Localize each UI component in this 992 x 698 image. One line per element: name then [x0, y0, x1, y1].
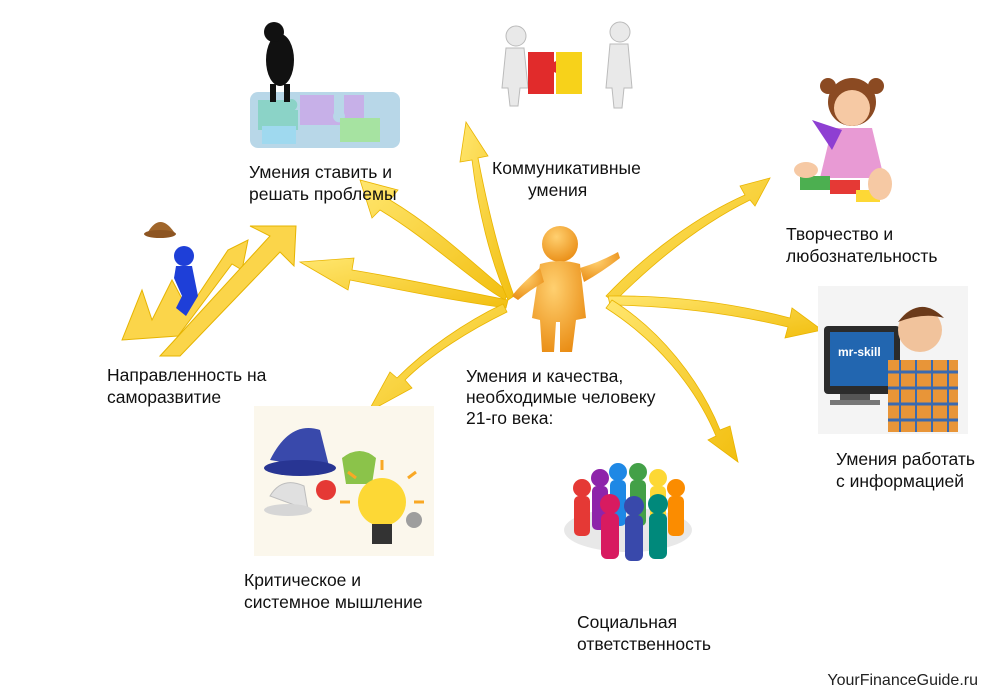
center-figure	[512, 226, 620, 352]
information-illustration: mr-skill	[818, 286, 968, 434]
label-line: системное мышление	[244, 592, 423, 612]
label-self-development: Направленность на саморазвитие	[107, 364, 266, 408]
label-line: саморазвитие	[107, 387, 222, 407]
problem-solving-illustration	[250, 22, 400, 148]
label-line: Коммуникативные	[492, 158, 641, 178]
center-label-line: 21-го века:	[466, 408, 554, 428]
arrow-information	[607, 295, 823, 339]
label-line: Социальная	[577, 612, 678, 632]
label-line: Критическое и	[244, 570, 362, 590]
label-line: с информацией	[836, 471, 964, 491]
label-line: Направленность на	[107, 365, 267, 385]
arrow-creativity	[605, 177, 771, 303]
watermark: YourFinanceGuide.ru	[827, 672, 978, 689]
center-label: Умения и качества, необходимые человеку …	[466, 366, 656, 429]
label-line: ответственность	[577, 634, 711, 654]
arrow-social	[605, 299, 739, 463]
social-illustration	[564, 463, 692, 561]
monitor-brand-text: mr-skill	[838, 345, 881, 359]
label-line: Умения работать	[836, 449, 976, 469]
label-problem-solving: Умения ставить и решать проблемы	[249, 161, 397, 205]
label-line: Творчество и	[786, 224, 894, 244]
label-line: Умения ставить и	[249, 162, 393, 182]
center-label-line: Умения и качества,	[466, 366, 624, 386]
label-line: умения	[528, 180, 588, 200]
label-critical: Критическое и системное мышление	[244, 569, 423, 613]
arrows	[298, 120, 823, 463]
self-development-illustration	[121, 222, 297, 357]
arrow-self-development	[298, 257, 509, 309]
label-social: Социальная ответственность	[577, 611, 711, 655]
center-label-line: необходимые человеку	[466, 387, 656, 407]
label-line: решать проблемы	[249, 184, 397, 204]
arrow-problem-solving	[359, 179, 509, 301]
label-information: Умения работать с информацией	[836, 448, 975, 492]
label-line: любознательность	[786, 246, 938, 266]
arrow-communication	[459, 120, 515, 301]
creativity-illustration	[794, 78, 892, 202]
label-communication: Коммуникативные умения	[492, 157, 641, 201]
critical-illustration	[254, 406, 434, 556]
arrow-critical	[366, 303, 508, 414]
label-creativity: Творчество и любознательность	[786, 223, 938, 267]
communication-illustration	[501, 21, 633, 109]
